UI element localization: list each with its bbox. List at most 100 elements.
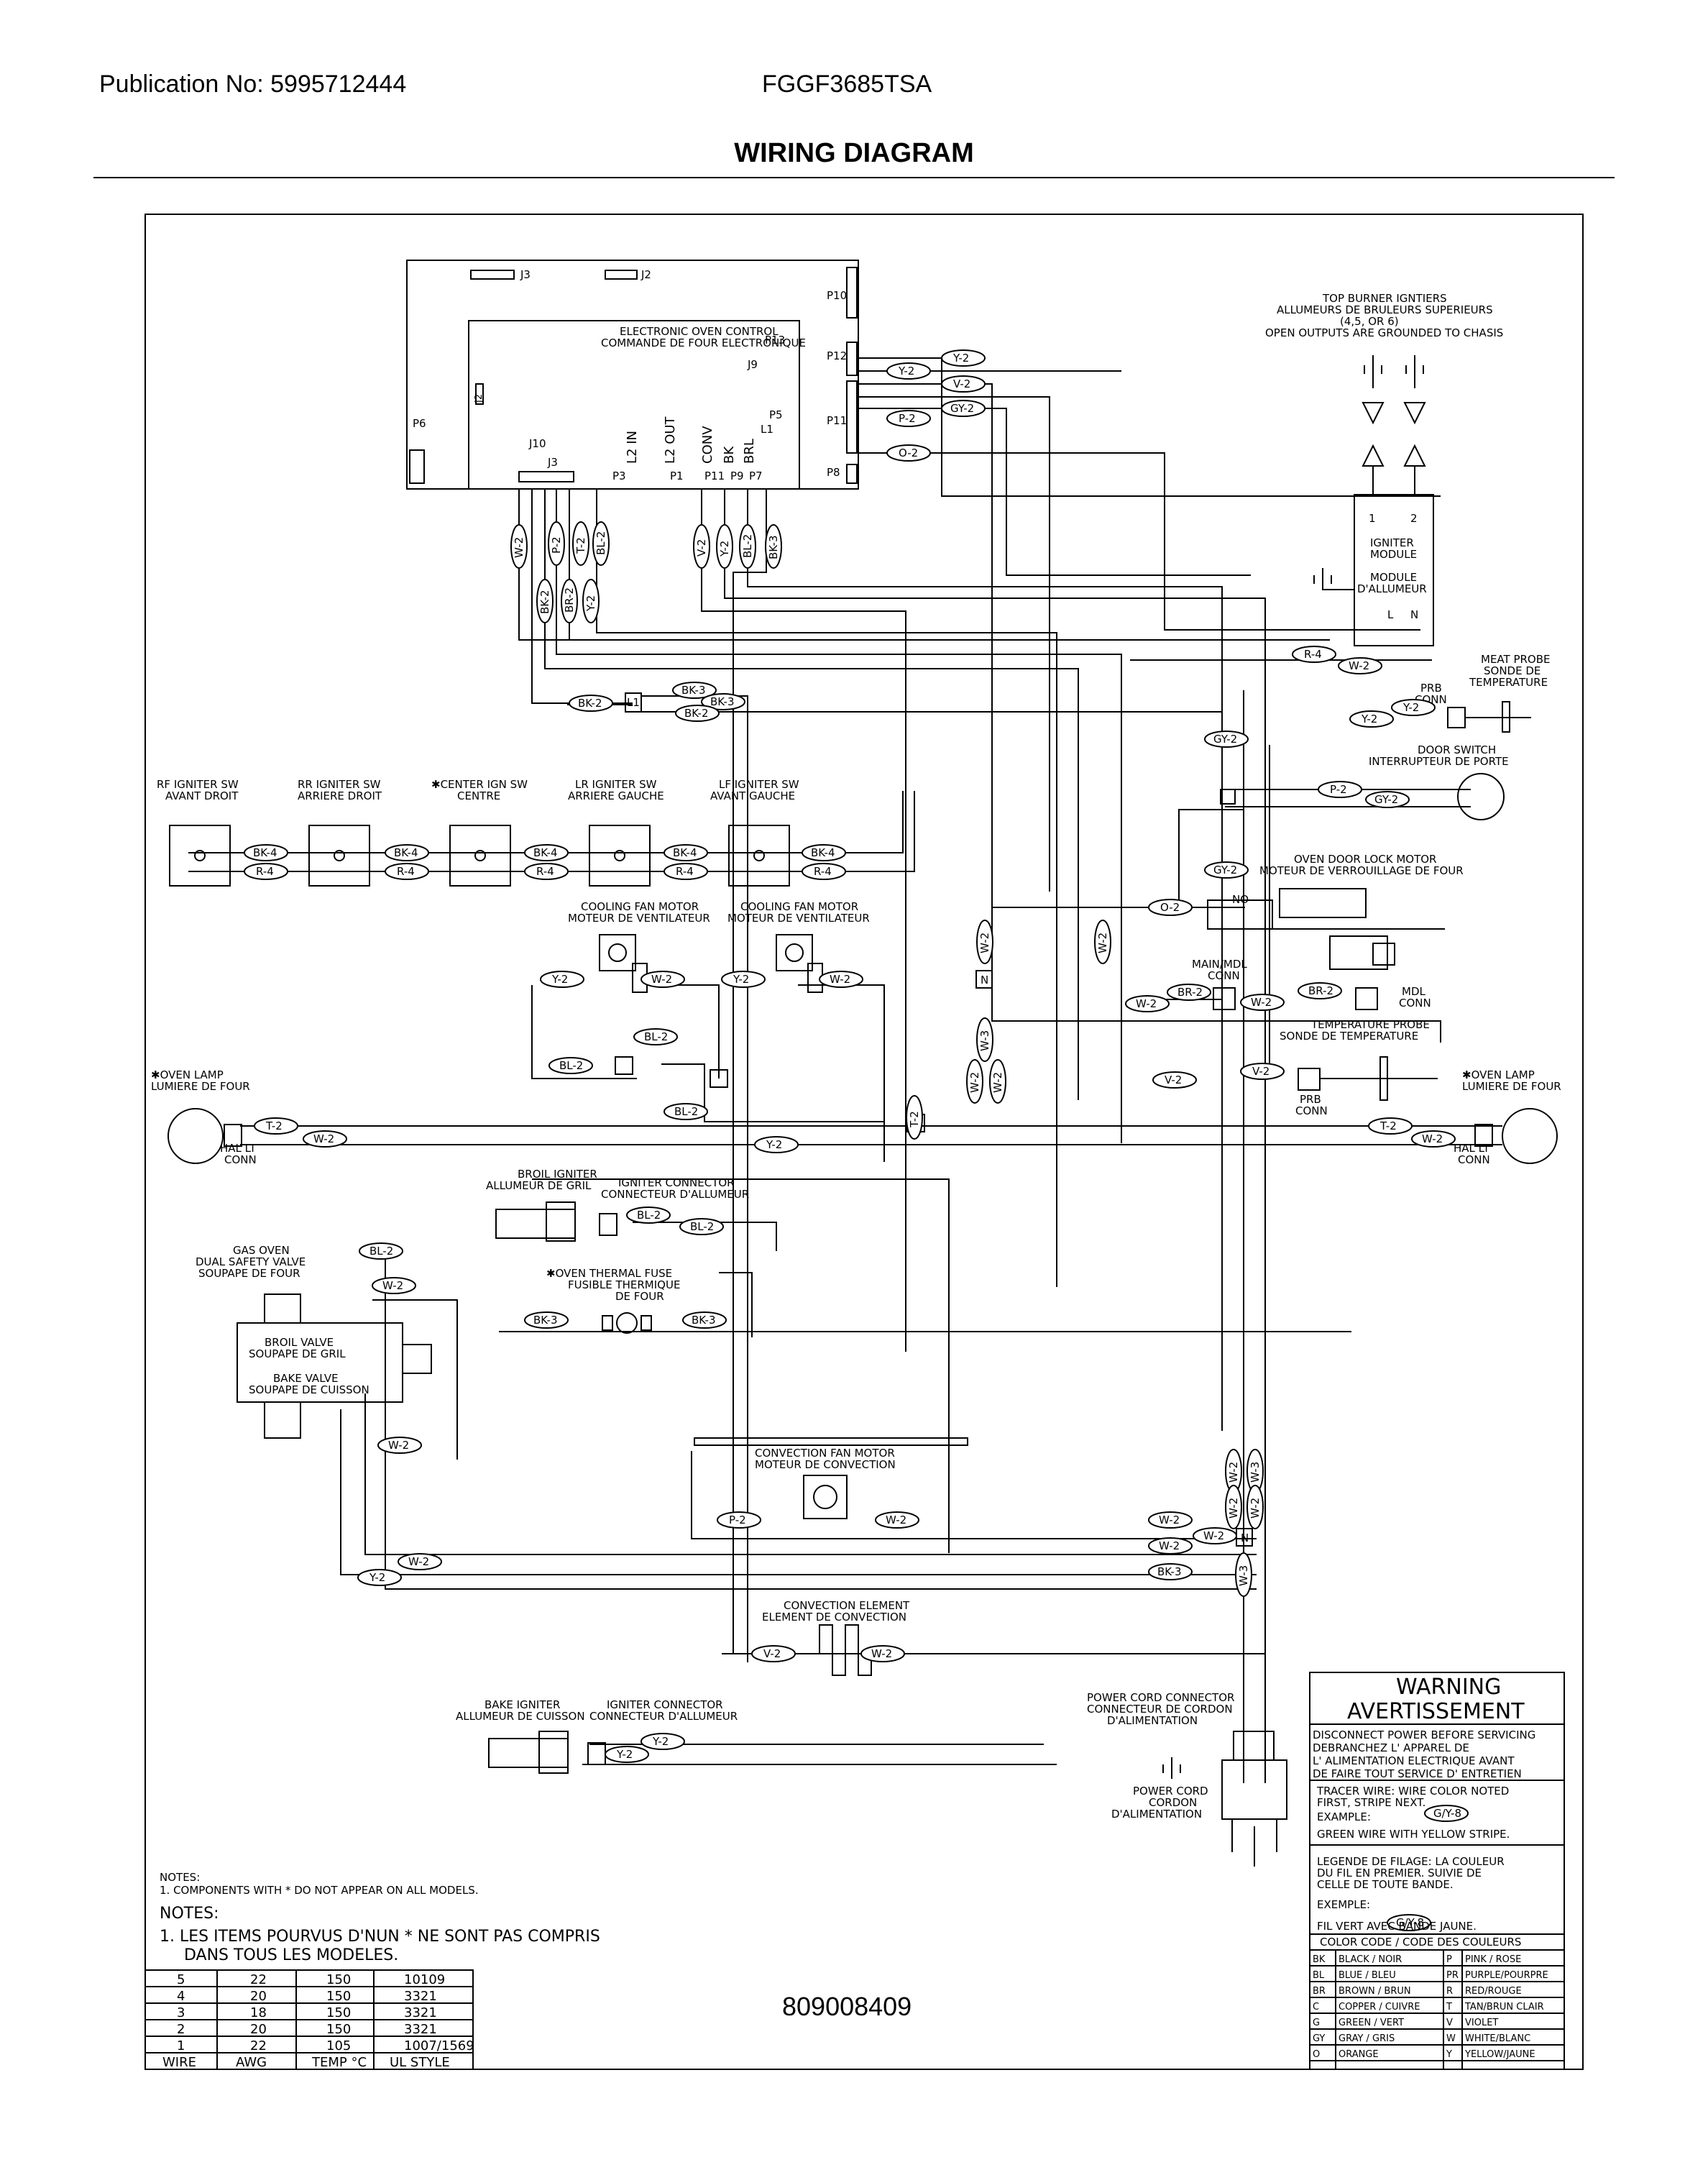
wire-tags: Y-2 Y-2 V-2 GY-2 P-2 O-2 R-4 W-2 Y-2 Y-2… [244, 349, 1456, 1763]
svg-text:BL-2: BL-2 [594, 531, 607, 555]
svg-text:BK-4: BK-4 [533, 846, 558, 859]
wire-table-cell: 4 [177, 1989, 185, 2004]
color-code-cell: ORANGE [1339, 2049, 1379, 2060]
conv-fan-label-fr: MOTEUR DE CONVECTION [755, 1458, 896, 1471]
svg-text:BK-3: BK-3 [710, 695, 735, 708]
control-name-en: ELECTRONIC OVEN CONTROL [620, 325, 779, 338]
electronic-oven-control: J3 J2 ELECTRONIC OVEN CONTROL COMMANDE D… [406, 260, 859, 490]
tag-bk4-2: BK-4 [385, 844, 429, 861]
notes-fr-2: DANS TOUS LES MODELES. [184, 1946, 398, 1964]
tag-w2-7: W-2 [1411, 1130, 1456, 1148]
color-code-cell: PINK / ROSE [1465, 1954, 1521, 1965]
svg-text:GY-2: GY-2 [1213, 864, 1237, 876]
lf-igniter-sw-label: LF IGNITER SW [719, 778, 799, 791]
p6-label: P6 [413, 417, 426, 430]
hal-lt-right-label: HAL LT [1454, 1142, 1490, 1155]
main-mdl-conn-label: CONN [1208, 969, 1240, 982]
svg-text:V-2: V-2 [695, 539, 708, 557]
svg-text:BR-2: BR-2 [1177, 986, 1203, 999]
tag-w2-13: W-2 [1148, 1537, 1193, 1554]
tag-o2-2: O-2 [1148, 899, 1193, 916]
bake-igniter-label: BAKE IGNITER [485, 1698, 560, 1711]
j9-label: J9 [747, 358, 758, 371]
svg-text:BK-3: BK-3 [692, 1314, 716, 1327]
tag-v2-2: V-2 [1240, 1063, 1285, 1080]
wire-table-cell: 3321 [404, 2022, 437, 2037]
tag-bl2-4: BL-2 [626, 1206, 671, 1224]
svg-text:BK-3: BK-3 [767, 535, 780, 559]
color-code-cell: VIOLET [1465, 2018, 1498, 2028]
power-cord-conn-label-3: D'ALIMENTATION [1107, 1714, 1198, 1727]
svg-text:Y-2: Y-2 [584, 595, 597, 612]
j10-label: J10 [528, 437, 546, 450]
wire-table-cell: 105 [326, 2038, 351, 2053]
wire-table-cell: 22 [250, 2038, 267, 2053]
control-name-fr: COMMANDE DE FOUR ELECTRONIQUE [601, 336, 806, 349]
top-burner-label-2: ALLUMEURS DE BRULEURS SUPERIEURS [1277, 303, 1493, 316]
power-cord-label-3: D'ALIMENTATION [1111, 1808, 1202, 1821]
legend-line-1: DISCONNECT POWER BEFORE SERVICING [1313, 1728, 1535, 1741]
power-cord-conn-label-2: CONNECTEUR DE CORDON [1087, 1703, 1233, 1716]
tag-bk4-4: BK-4 [664, 844, 708, 861]
svg-text:P-2: P-2 [550, 536, 563, 554]
vtag-w2-5: W-2 [989, 1059, 1006, 1104]
meat-probe: MEAT PROBE SONDE DE TEMPERATURE PRB CONN [1415, 653, 1551, 733]
svg-text:W-2: W-2 [1349, 659, 1369, 672]
svg-text:R-4: R-4 [536, 865, 554, 878]
vtag-y2-2: Y-2 [716, 524, 733, 569]
tag-w2-2: W-2 [640, 971, 685, 988]
color-code-cell: BR [1313, 1986, 1326, 1997]
meat-probe-label-3: TEMPERATURE [1469, 676, 1548, 689]
tag-p2-2: P-2 [1318, 781, 1362, 798]
example-tag: G/Y-8 [1433, 1807, 1461, 1820]
tag-w2-1: W-2 [1338, 657, 1382, 674]
svg-text:Y-2: Y-2 [898, 365, 914, 377]
tag-w2-11: W-2 [1148, 1511, 1193, 1529]
cooling-fan-2-label-fr: MOTEUR DE VENTILATEUR [727, 912, 870, 925]
tag-bk3-4: BK-3 [682, 1311, 727, 1329]
broil-igniter-conn-label-fr: CONNECTEUR D'ALLUMEUR [601, 1188, 749, 1201]
svg-text:Y-2: Y-2 [733, 973, 749, 986]
svg-text:BL-2: BL-2 [559, 1059, 583, 1072]
p5-label: P5 [769, 408, 783, 421]
color-code-cell: TAN/BRUN CLAIR [1464, 2002, 1544, 2013]
exemple-tag: G/Y-8 [1396, 1916, 1424, 1929]
tag-v2-1: V-2 [941, 375, 986, 393]
tag-y2-6: Y-2 [721, 971, 766, 988]
svg-text:BL-2: BL-2 [674, 1105, 698, 1118]
svg-text:P-2: P-2 [729, 1514, 746, 1526]
diagram-frame [144, 214, 1584, 2070]
oven-door-lock-motor: OVEN DOOR LOCK MOTOR MOTEUR DE VERROUILL… [1207, 853, 1464, 970]
junction-nodes: N N L1 [625, 692, 1253, 1547]
svg-text:BK-2: BK-2 [538, 590, 551, 614]
fr-legend-3: CELLE DE TOUTE BANDE. [1317, 1878, 1454, 1891]
bake-valve-label: BAKE VALVE [273, 1372, 339, 1385]
meat-probe-label-2: SONDE DE [1484, 664, 1541, 677]
legend-line-4: DE FAIRE TOUT SERVICE D' ENTRETIEN [1313, 1767, 1522, 1780]
j3-label: J3 [520, 268, 531, 281]
svg-text:Y-2: Y-2 [718, 541, 731, 557]
svg-text:O-2: O-2 [1160, 901, 1180, 914]
tag-y2-3: Y-2 [1391, 699, 1436, 716]
brl-label: BRL [742, 439, 757, 464]
warning-label: WARNING [1396, 1675, 1501, 1700]
tag-gy2-4: GY-2 [1204, 861, 1249, 879]
vtag-w2-6: W-2 [1225, 1449, 1242, 1493]
tag-gy2-1: GY-2 [941, 400, 986, 417]
p13-label: P13 [765, 334, 785, 347]
svg-text:W-2: W-2 [1249, 1498, 1262, 1519]
vertical-wire-tags: W-2 BK-2 P-2 BR-2 T-2 Y-2 BL-2 V-2 Y-2 B… [510, 521, 1264, 1597]
color-code-cell: COPPER / CUIVRE [1339, 2002, 1420, 2013]
svg-text:BL-2: BL-2 [644, 1030, 668, 1043]
bake-igniter: BAKE IGNITER ALLUMEUR DE CUISSON IGNITER… [456, 1698, 738, 1774]
vtag-w2-4: W-2 [966, 1059, 983, 1104]
svg-text:W-2: W-2 [651, 973, 672, 986]
svg-text:GY-2: GY-2 [1374, 793, 1398, 806]
oven-lamps: ✱OVEN LAMP LUMIERE DE FOUR ✱OVEN LAMP LU… [151, 1068, 1561, 1166]
tag-w2-12: W-2 [1193, 1527, 1237, 1544]
svg-text:R-4: R-4 [256, 865, 274, 878]
lr-igniter-sw-label-fr: ARRIERE GAUCHE [568, 789, 664, 802]
example-label: EXAMPLE: [1317, 1810, 1371, 1823]
svg-text:W-3: W-3 [1249, 1462, 1262, 1483]
tag-w2-9: W-2 [377, 1437, 422, 1454]
